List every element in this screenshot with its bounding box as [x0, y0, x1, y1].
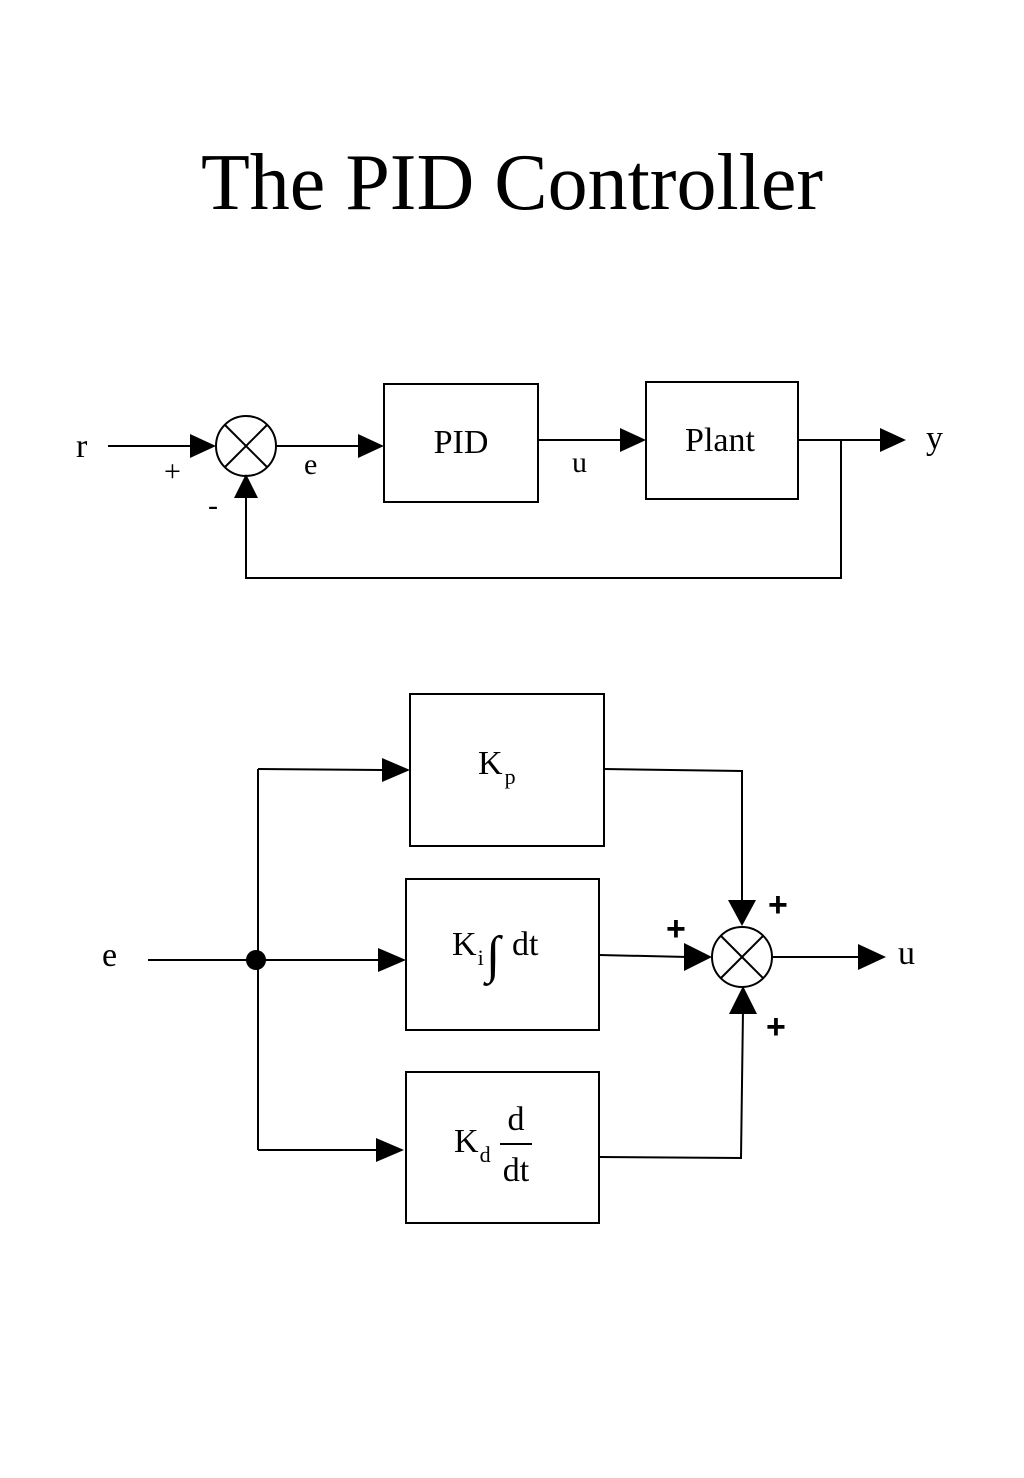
kp-input-line — [257, 768, 387, 771]
kd-sub: d — [480, 1142, 491, 1167]
control-label: u — [572, 446, 587, 479]
kp-block — [409, 693, 605, 847]
kd-denominator: dt — [503, 1152, 530, 1189]
error-arrow — [358, 434, 384, 458]
ki-dt: dt — [512, 926, 539, 963]
kp-label: Kp — [478, 745, 516, 789]
ki-output-line — [598, 954, 689, 958]
kd-output-arrow — [729, 986, 757, 1014]
error-label: e — [304, 448, 317, 481]
bottom-output-label: u — [898, 935, 915, 972]
bottom-parallel-diagram — [148, 693, 886, 1224]
ki-sub: i — [478, 945, 484, 970]
feedback-line — [245, 440, 842, 579]
branch-point — [246, 950, 266, 970]
kd-main: K — [454, 1123, 479, 1160]
ki-main: K — [452, 926, 477, 963]
ki-output-arrow — [684, 943, 712, 971]
kd-label: Kd — [454, 1123, 491, 1167]
plus-sign-label: + — [164, 455, 181, 488]
output-arrow — [880, 428, 906, 452]
output-label: y — [926, 420, 943, 457]
feedback-arrow — [234, 474, 258, 498]
kd-numerator: d — [508, 1101, 525, 1138]
top-summing-junction — [215, 415, 277, 477]
kp-sub: p — [505, 764, 516, 789]
kd-block — [405, 1071, 600, 1224]
plus-top-sign: + — [768, 886, 788, 924]
reference-arrow — [190, 434, 216, 458]
page-title: The PID Controller — [200, 139, 824, 227]
plus-left-sign: + — [666, 910, 686, 948]
top-loop-diagram — [108, 381, 906, 579]
kp-input-arrow — [382, 758, 410, 782]
minus-sign-label: - — [208, 489, 218, 522]
pid-block-label: PID — [434, 424, 489, 461]
integral-sign: ∫ — [483, 927, 503, 986]
ki-block — [405, 878, 600, 1031]
plus-bottom-sign: + — [766, 1008, 786, 1046]
kp-output-line — [603, 768, 743, 902]
reference-label: r — [76, 428, 88, 465]
kd-input-arrow — [376, 1138, 404, 1162]
kp-output-arrow — [728, 900, 756, 926]
kd-output-line — [598, 1009, 744, 1160]
plant-block-label: Plant — [685, 422, 755, 459]
plant-block — [645, 381, 799, 500]
bottom-summing-junction — [711, 926, 773, 988]
bottom-error-label: e — [102, 937, 117, 974]
ki-label: Ki — [452, 926, 484, 970]
control-arrow — [620, 428, 646, 452]
kp-main: K — [478, 745, 503, 782]
ki-input-arrow — [378, 948, 406, 972]
pid-block — [383, 383, 539, 503]
u-output-arrow — [858, 944, 886, 970]
